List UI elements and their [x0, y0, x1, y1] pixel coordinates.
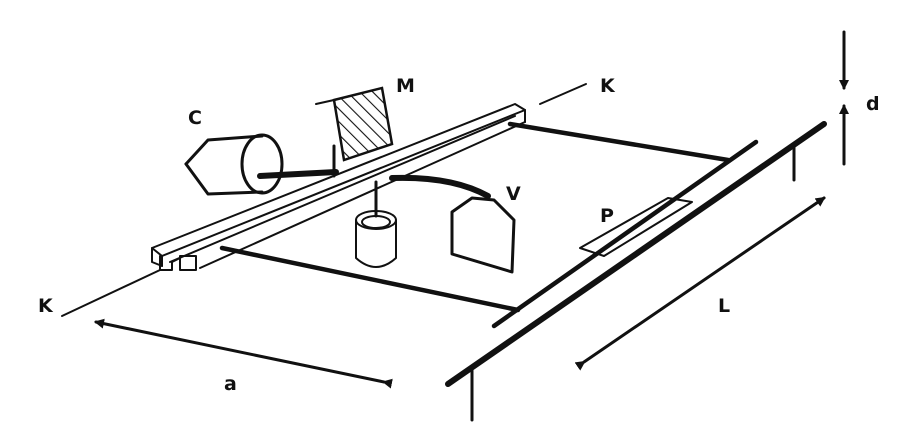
- beam-rail: [151, 103, 526, 269]
- label-k-bottom: K: [38, 295, 54, 317]
- pendulum-bob: [355, 180, 397, 268]
- label-m: M: [396, 75, 415, 97]
- cylinder-c: [184, 133, 284, 196]
- mirror-m: [315, 86, 394, 178]
- dimension-arrow-a: [94, 318, 393, 389]
- dimension-arrow-l: [574, 196, 826, 371]
- label-c: C: [188, 107, 202, 129]
- label-l: L: [718, 295, 730, 317]
- k-axis-line-bottom: [61, 269, 161, 317]
- k-axis-line-top: [539, 83, 587, 105]
- side-rail-outer: [445, 121, 827, 387]
- cylinder-shaft: [257, 169, 339, 179]
- frame-rod-near: [219, 245, 521, 313]
- side-rail-inner: [491, 139, 759, 329]
- beam-end-profile: [159, 255, 197, 271]
- frame-rod-far: [507, 121, 731, 163]
- vessel-v: [450, 196, 516, 274]
- label-v: V: [506, 183, 521, 205]
- label-k-top: K: [600, 75, 616, 97]
- arm-to-v: [389, 174, 491, 199]
- label-d: d: [866, 93, 880, 115]
- label-p: P: [600, 205, 614, 227]
- label-a: a: [224, 373, 237, 395]
